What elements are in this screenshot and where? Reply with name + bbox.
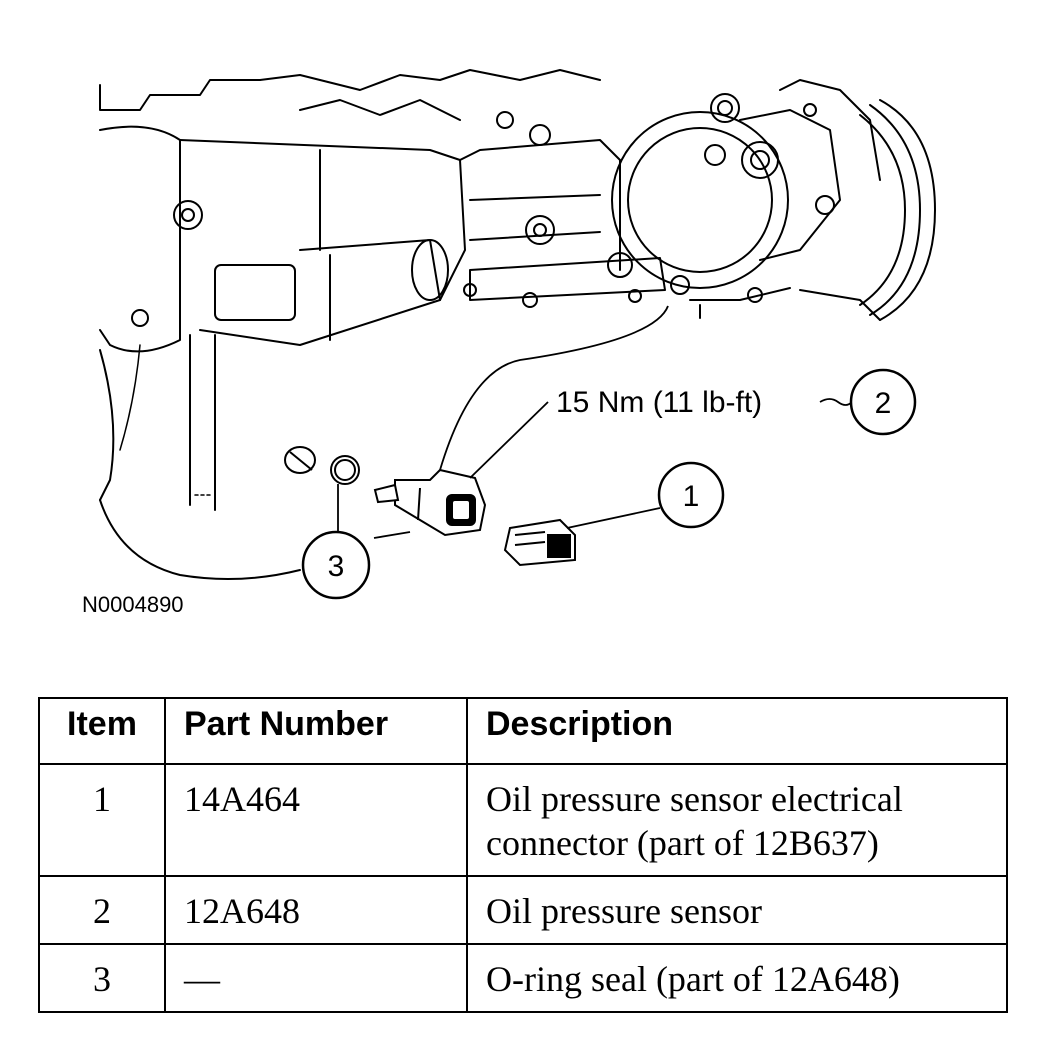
cell-item: 2 (38, 875, 166, 945)
header-item: Item (38, 697, 166, 765)
callout-3: 3 (301, 530, 371, 600)
cell-item: 1 (38, 763, 166, 877)
cell-part-number: 14A464 (164, 763, 468, 877)
table-header-row: Item Part Number Description (38, 697, 1008, 765)
table-row: 1 14A464 Oil pressure sensor electrical … (38, 763, 1008, 877)
cell-description: Oil pressure sensor electrical connector… (466, 763, 1008, 877)
callout-leaders (337, 398, 853, 539)
parts-table: Item Part Number Description 1 14A464 Oi… (38, 697, 1008, 1013)
callout-2-number: 2 (875, 387, 892, 420)
callout-1-number: 1 (683, 480, 700, 513)
sensor-assembly (284, 446, 576, 567)
table-row: 2 12A648 Oil pressure sensor (38, 875, 1008, 945)
header-description: Description (466, 697, 1008, 765)
engine-illustration (99, 69, 936, 580)
callout-3-number: 3 (328, 550, 345, 583)
table-row: 3 — O-ring seal (part of 12A648) (38, 943, 1008, 1013)
sensor-port-leader (439, 305, 669, 471)
header-part-number: Part Number (164, 697, 468, 765)
torque-spec: 15 Nm (11 lb-ft) (556, 386, 762, 419)
cell-description: O-ring seal (part of 12A648) (466, 943, 1008, 1013)
cell-description: Oil pressure sensor (466, 875, 1008, 945)
figure-id: N0004890 (82, 592, 184, 617)
engine-diagram: 2 1 3 15 Nm (11 lb-ft) N0004890 (82, 69, 936, 617)
cell-item: 3 (38, 943, 166, 1013)
callout-2: 2 (849, 368, 917, 436)
cell-part-number: — (164, 943, 468, 1013)
cell-part-number: 12A648 (164, 875, 468, 945)
callout-1: 1 (657, 461, 725, 529)
